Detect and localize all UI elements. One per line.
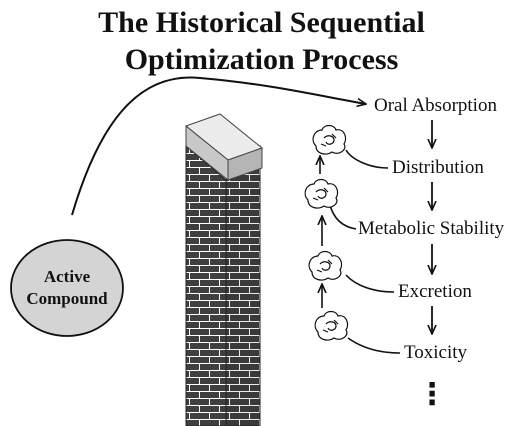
brick-wall <box>184 113 264 426</box>
failure-blob-icon <box>312 124 347 155</box>
step-excretion: Excretion <box>398 281 472 302</box>
compound-label-line-1: Active <box>44 267 91 286</box>
step-distribution: Distribution <box>392 157 484 178</box>
active-compound-node: Active Compound <box>10 239 124 337</box>
diagram-title: The Historical Sequential Optimization P… <box>0 4 523 78</box>
failure-blob-icon <box>304 178 339 209</box>
title-line-1: The Historical Sequential <box>98 6 425 39</box>
main-curved-arrow <box>71 76 366 216</box>
connector-excretion <box>345 274 395 293</box>
step-toxicity: Toxicity <box>404 342 468 363</box>
title-line-2: Optimization Process <box>124 43 399 76</box>
step-metabolic-stability: Metabolic Stability <box>358 218 505 239</box>
connector-metabolic <box>329 204 357 230</box>
step-oral-absorption: Oral Absorption <box>374 95 497 116</box>
failure-blob-icon <box>314 310 349 341</box>
connector-distribution <box>345 149 389 169</box>
continuation-ellipsis: ⋮ <box>417 377 447 412</box>
failure-blob-icon <box>308 250 343 281</box>
compound-label-line-2: Compound <box>26 289 108 308</box>
connector-toxicity <box>347 337 401 354</box>
